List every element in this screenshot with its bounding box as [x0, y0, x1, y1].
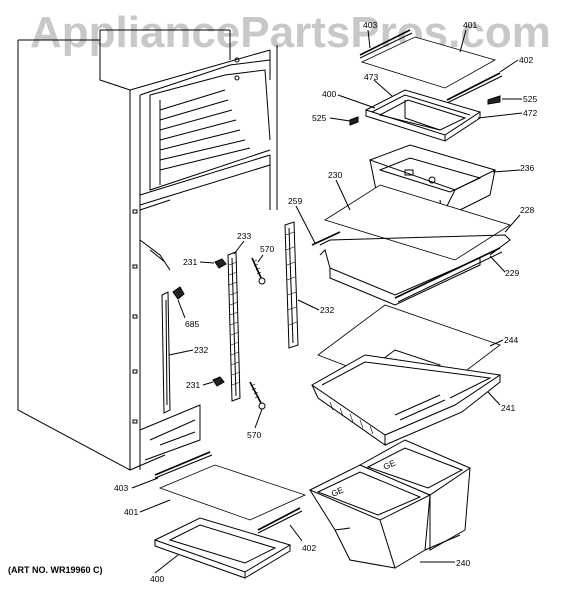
glass-shelf-230	[324, 184, 511, 261]
callout-472: 472	[523, 108, 537, 118]
callout-labels: 403 401 402 525 400 473 472 525 236 230 …	[114, 20, 537, 584]
callout-232-left: 232	[194, 345, 208, 355]
callout-570-bottom: 570	[247, 430, 261, 440]
callout-403-bottom: 403	[114, 483, 128, 493]
knob-525-right	[487, 95, 501, 105]
callout-685: 685	[185, 319, 199, 329]
callout-403-top: 403	[363, 20, 377, 30]
right-shelf-rail	[284, 221, 299, 349]
callout-525-right: 525	[523, 94, 537, 104]
leader-lines	[131, 29, 523, 574]
bottom-glass-shelf	[154, 451, 307, 534]
fitting-231-top	[214, 258, 227, 269]
callout-229: 229	[505, 268, 519, 278]
fitting-231-bottom	[212, 376, 225, 387]
screw-570-bottom	[249, 381, 266, 410]
callout-400-bottom: 400	[150, 574, 164, 584]
callout-473: 473	[364, 72, 378, 82]
knob-525-left	[349, 116, 359, 126]
callout-525-left: 525	[312, 113, 326, 123]
callout-570-top: 570	[260, 244, 274, 254]
left-shelf-rail	[161, 291, 171, 414]
callout-244: 244	[504, 335, 518, 345]
svg-text:GE: GE	[330, 484, 346, 498]
callout-402-top: 402	[519, 55, 533, 65]
callout-231-bottom: 231	[186, 380, 200, 390]
watermark: AppliancePartsPros.com	[30, 8, 551, 57]
fresh-food-liner	[17, 29, 278, 471]
callout-401-top: 401	[463, 20, 477, 30]
bracket-685	[172, 286, 185, 300]
art-number: (ART NO. WR19960 C)	[8, 565, 103, 575]
top-glass-shelf	[359, 29, 503, 104]
center-ladder-rail	[227, 251, 241, 402]
callout-240: 240	[456, 558, 470, 568]
shelf-frame-lower	[153, 517, 292, 579]
callout-233: 233	[237, 231, 251, 241]
crisper-drawer-left: GE	[308, 464, 432, 569]
callout-236: 236	[520, 163, 534, 173]
crisper-drawer-right: GE	[358, 439, 472, 551]
callout-230: 230	[328, 170, 342, 180]
shelf-frame-228	[311, 231, 511, 306]
svg-text:GE: GE	[382, 457, 398, 471]
shelf-frame-upper	[364, 89, 482, 142]
callout-232-right: 232	[320, 305, 334, 315]
callout-402-bottom: 402	[302, 543, 316, 553]
screw-570-top	[251, 257, 266, 285]
callout-228: 228	[520, 205, 534, 215]
callout-231-top: 231	[183, 257, 197, 267]
callout-259: 259	[288, 196, 302, 206]
callout-400-top: 400	[322, 89, 336, 99]
crisper-cover-frame	[311, 354, 502, 446]
callout-401-bottom: 401	[124, 507, 138, 517]
callout-241: 241	[501, 403, 515, 413]
